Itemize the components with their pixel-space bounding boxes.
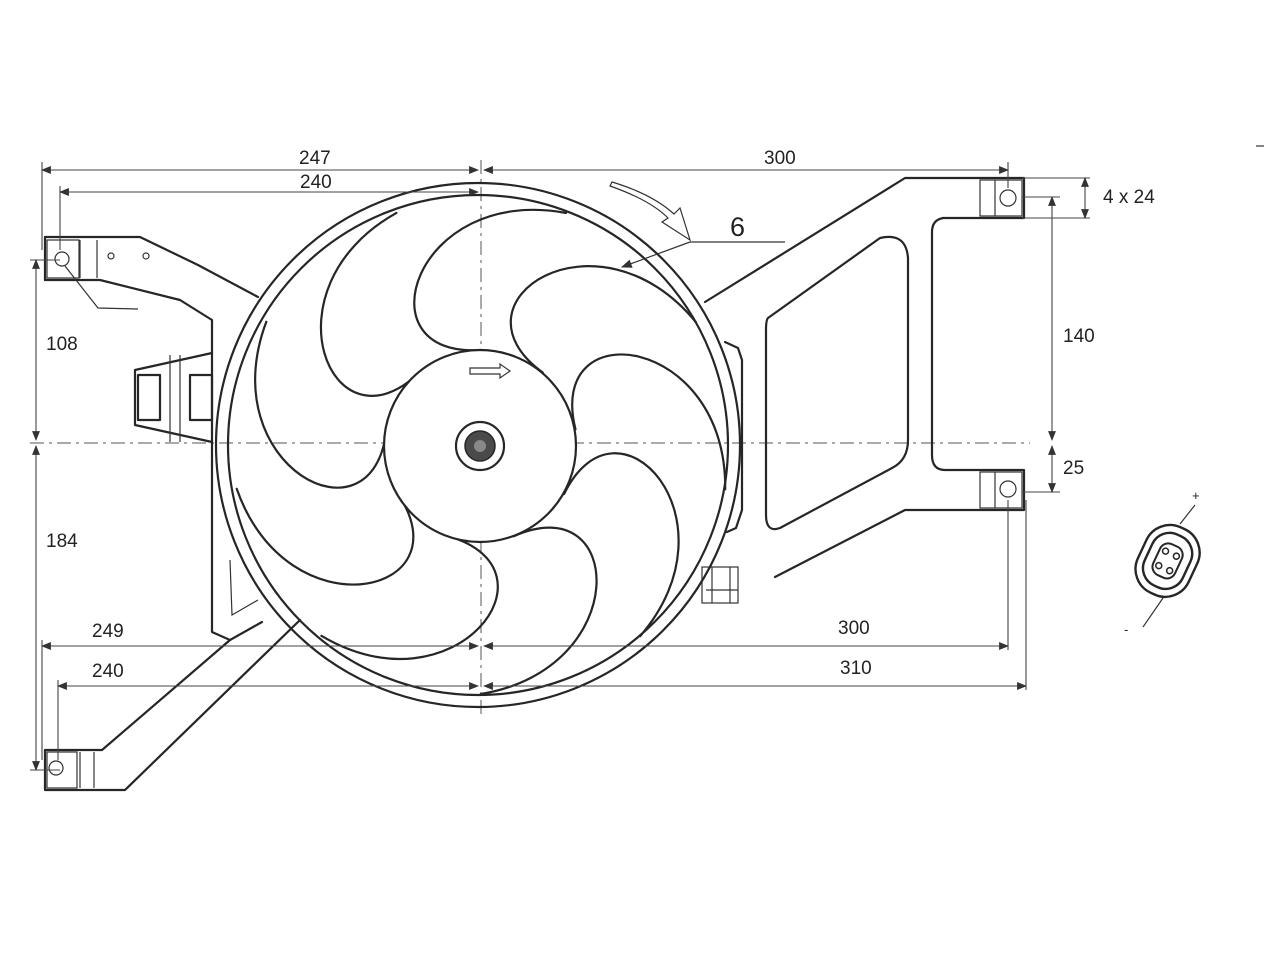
left-side-clips xyxy=(133,351,214,444)
fan-blade xyxy=(254,320,388,489)
connector-minus-label: - xyxy=(1124,622,1128,637)
dim-25: 25 xyxy=(1063,458,1084,479)
dim-310: 310 xyxy=(840,658,872,679)
dim-184: 184 xyxy=(46,531,78,552)
dimension-lines xyxy=(30,162,1090,771)
fan-blade xyxy=(413,208,568,352)
callout-6: 6 xyxy=(620,212,785,268)
left-lower-bracket xyxy=(43,440,302,792)
dimension-labels: 247 300 240 4 x 24 140 25 108 184 249 30… xyxy=(46,148,1155,682)
fan-blades xyxy=(235,208,727,696)
fan-hub xyxy=(382,348,578,544)
fan-blade xyxy=(319,211,421,397)
right-bracket xyxy=(701,176,1026,604)
callout-label: 6 xyxy=(730,212,745,242)
fan-blade xyxy=(479,526,598,696)
dim-300-top: 300 xyxy=(764,148,796,169)
connector-plus-label: + xyxy=(1192,488,1200,503)
dim-108: 108 xyxy=(46,334,78,355)
dim-140: 140 xyxy=(1063,326,1095,347)
dim-4x24: 4 x 24 xyxy=(1103,187,1155,208)
dim-240-top: 240 xyxy=(300,172,332,193)
connector xyxy=(1134,523,1201,599)
dim-240-bottom: 240 xyxy=(92,661,124,682)
dim-249: 249 xyxy=(92,621,124,642)
fan-blade xyxy=(320,535,499,660)
rotation-arrow-icon xyxy=(469,362,512,380)
airflow-arrow xyxy=(609,181,692,242)
fan-blade xyxy=(571,353,727,491)
left-upper-bracket xyxy=(43,235,260,444)
dim-247: 247 xyxy=(299,148,331,169)
fan-blade xyxy=(509,265,697,374)
fan-blade xyxy=(563,452,680,638)
connector-leaders: + - xyxy=(1124,488,1200,637)
dim-300-bottom: 300 xyxy=(838,618,870,639)
fan-blade xyxy=(235,487,415,586)
